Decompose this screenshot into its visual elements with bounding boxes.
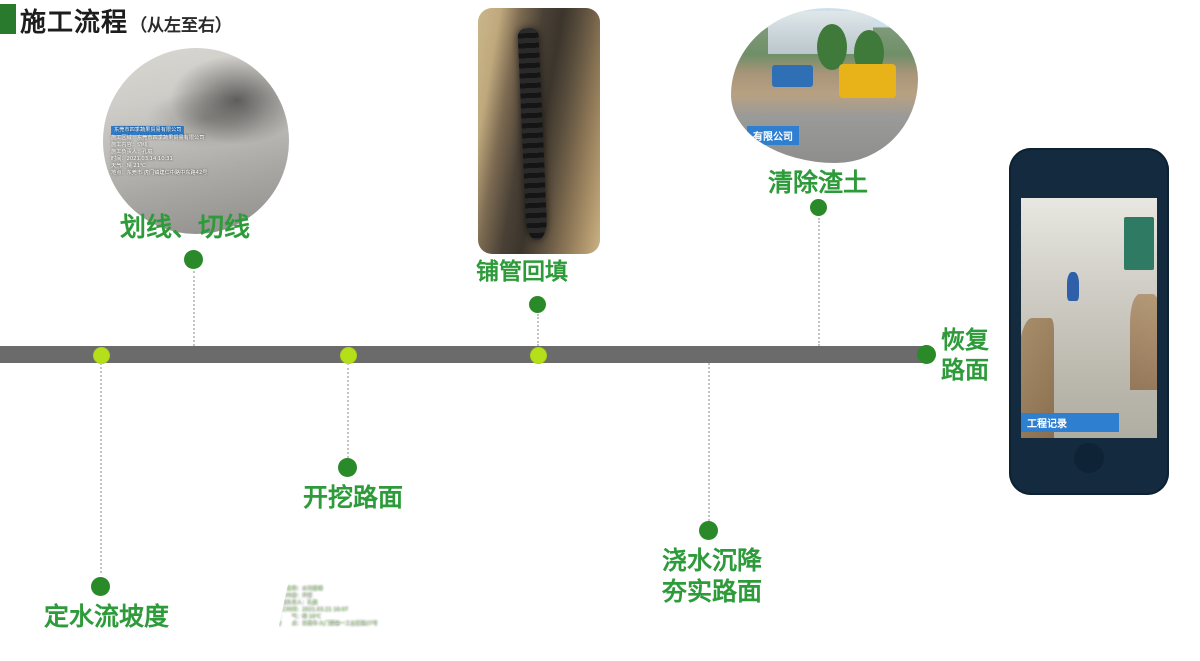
- phone-mockup: 工程记录: [1009, 148, 1169, 495]
- step-label-debris-removal: 清除渣土: [768, 168, 869, 197]
- watermark-row: 施工负责人：孔庭: [111, 149, 153, 156]
- phone-photo-badge: 工程记录: [1021, 413, 1119, 432]
- phone-photo-badge-label: 工程记录: [1027, 419, 1067, 430]
- timeline-marker-1: [93, 347, 110, 364]
- watermark-company: 东莞市四季蔬果贸易有限公司: [111, 126, 185, 136]
- step-connector-compaction: [708, 363, 710, 521]
- step-connector-marking: [193, 271, 195, 346]
- watermark-row: 工程名称：水沟重铺: [276, 586, 323, 592]
- step-dot-compaction: [699, 521, 718, 540]
- watermark-row: 天气：晴 21℃: [111, 163, 146, 170]
- watermark-row: 工作内容：开挖: [276, 593, 313, 600]
- worker-shape: [1067, 272, 1080, 302]
- step-connector-excavation: [347, 363, 349, 458]
- photo-marking: 东莞市四季蔬果贸易有限公司 施工区域：东莞市四季蔬果贸易有限公司 施工内容：切线…: [103, 48, 289, 234]
- step-connector-slope: [100, 363, 102, 573]
- step-dot-debris-removal: [810, 199, 827, 216]
- title-accent-bar: [0, 4, 16, 34]
- watermark-row: 时间：2021.03.14 10:31: [111, 156, 173, 163]
- step-dot-pipe-backfill: [529, 296, 546, 313]
- watermark-row: 施工内容：切线: [111, 142, 148, 149]
- step-label-marking: 划线、切线: [120, 213, 251, 243]
- timeline-marker-2: [340, 347, 357, 364]
- step-connector-pipe-backfill: [537, 314, 539, 346]
- dirt-pile-right: [1129, 294, 1157, 390]
- watermark-row: 地点：东莞市·虎门镇建仁中路中东路42号: [111, 170, 208, 177]
- truck-shape: [772, 65, 814, 88]
- step-label-excavation: 开挖路面: [303, 483, 404, 512]
- page-title-subtitle: （从左至右）: [130, 16, 233, 36]
- compaction-line2: 夯实路面: [662, 577, 763, 607]
- loader-shape: [839, 63, 896, 98]
- page-title-main: 施工流程: [20, 8, 129, 38]
- step-dot-marking: [184, 250, 203, 269]
- timeline-bar: [0, 346, 925, 363]
- watermark-row: 地 点：东莞市·九门寨第一工业区路27号: [276, 621, 378, 628]
- photo-pipe-backfill: [478, 8, 600, 254]
- step-label-slope: 定水流坡度: [44, 602, 170, 631]
- photo-debris-badge: 有限公司: [747, 126, 799, 145]
- restore-road-line2: 路面: [941, 356, 989, 384]
- pipe-shape: [517, 27, 548, 240]
- step-label-compaction: 浇水沉降 夯实路面: [662, 545, 762, 608]
- restore-road-line1: 恢复: [941, 326, 989, 354]
- watermark-row: 施工区域：东莞市四季蔬果贸易有限公司: [111, 135, 205, 142]
- green-door-shape: [1124, 217, 1155, 270]
- photo-debris-removal: 有限公司: [731, 8, 918, 163]
- page-title: 施工流程 （从左至右）: [20, 2, 232, 39]
- phone-screen: 工程记录: [1021, 198, 1157, 438]
- step-dot-slope: [91, 577, 110, 596]
- photo-marking-watermark: 东莞市四季蔬果贸易有限公司 施工区域：东莞市四季蔬果贸易有限公司 施工内容：切线…: [111, 126, 281, 177]
- photo-excavation: 工程名称：水沟重铺 工作内容：开挖 工程负责人：孔庭 施工时间：2021.03.…: [271, 520, 446, 661]
- step-label-pipe-backfill: 铺管回填: [476, 259, 568, 285]
- watermark-row: 天 气：晴 16℃: [276, 614, 322, 621]
- tree-shape: [817, 23, 847, 70]
- watermark-row: 施工时间：2021.03.21 16:07: [276, 607, 349, 614]
- photo-excavation-watermark: 工程名称：水沟重铺 工作内容：开挖 工程负责人：孔庭 施工时间：2021.03.…: [276, 586, 436, 628]
- watermark-row: 工程负责人：孔庭: [276, 600, 318, 607]
- photo-restored-road: 工程记录: [1021, 198, 1157, 438]
- step-connector-debris-removal: [818, 218, 820, 346]
- step-label-restore-road: 恢复 路面: [941, 325, 989, 385]
- timeline-marker-3: [530, 347, 547, 364]
- timeline-end-marker: [917, 345, 936, 364]
- phone-home-button[interactable]: [1074, 443, 1104, 473]
- step-dot-excavation: [338, 458, 357, 477]
- compaction-line1: 浇水沉降: [662, 546, 763, 575]
